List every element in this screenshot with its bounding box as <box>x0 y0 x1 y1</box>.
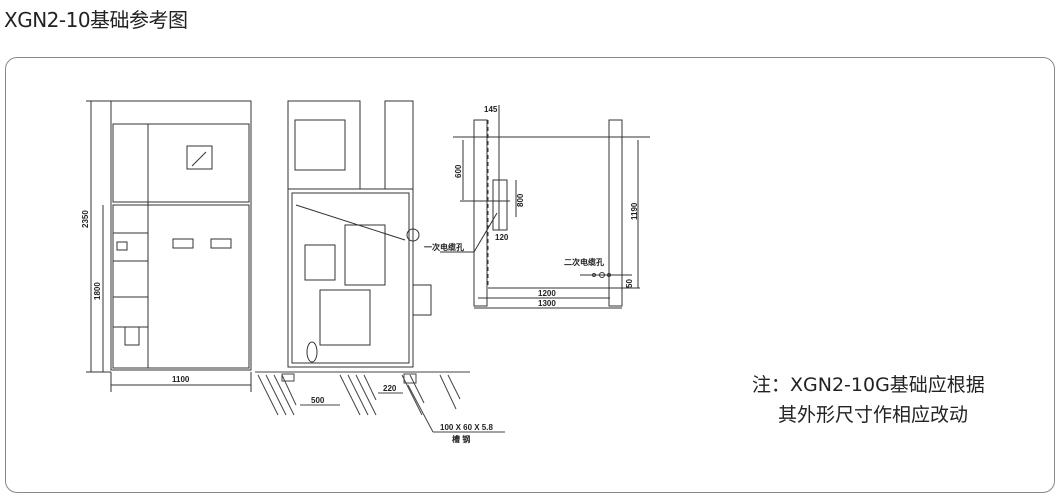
side-view <box>287 100 432 368</box>
dim-145: 145 <box>484 105 498 114</box>
dim-1190: 1190 <box>630 202 639 220</box>
plan-view <box>440 105 650 309</box>
page-title: XGN2-10基础参考图 <box>4 8 188 32</box>
front-view <box>86 100 252 392</box>
dim-2350: 2350 <box>81 210 90 228</box>
dim-500: 500 <box>311 396 325 405</box>
dim-120: 120 <box>495 233 509 242</box>
dim-1800: 1800 <box>93 282 102 300</box>
ground-section <box>255 371 505 433</box>
note: 注：XGN2-10G基础应根据 其外形尺寸作相应改动 <box>752 370 985 430</box>
channel-name: 槽 钢 <box>452 434 470 444</box>
secondary-cable-hole-label: 二次电缆孔 <box>564 257 604 267</box>
note-line-1: 注：XGN2-10G基础应根据 <box>752 374 985 396</box>
drawing-frame <box>5 57 1055 493</box>
dim-220: 220 <box>383 384 397 393</box>
primary-cable-hole-label: 一次电缆孔 <box>424 242 464 252</box>
dim-1300: 1300 <box>538 299 556 308</box>
dim-1100: 1100 <box>172 375 190 384</box>
dim-1200: 1200 <box>538 289 556 298</box>
note-line-2: 其外形尺寸作相应改动 <box>778 404 969 426</box>
dim-50: 50 <box>625 279 634 288</box>
dim-600: 600 <box>454 164 463 178</box>
dim-800: 800 <box>516 193 525 207</box>
channel-spec: 100 X 60 X 5.8 <box>440 423 493 432</box>
